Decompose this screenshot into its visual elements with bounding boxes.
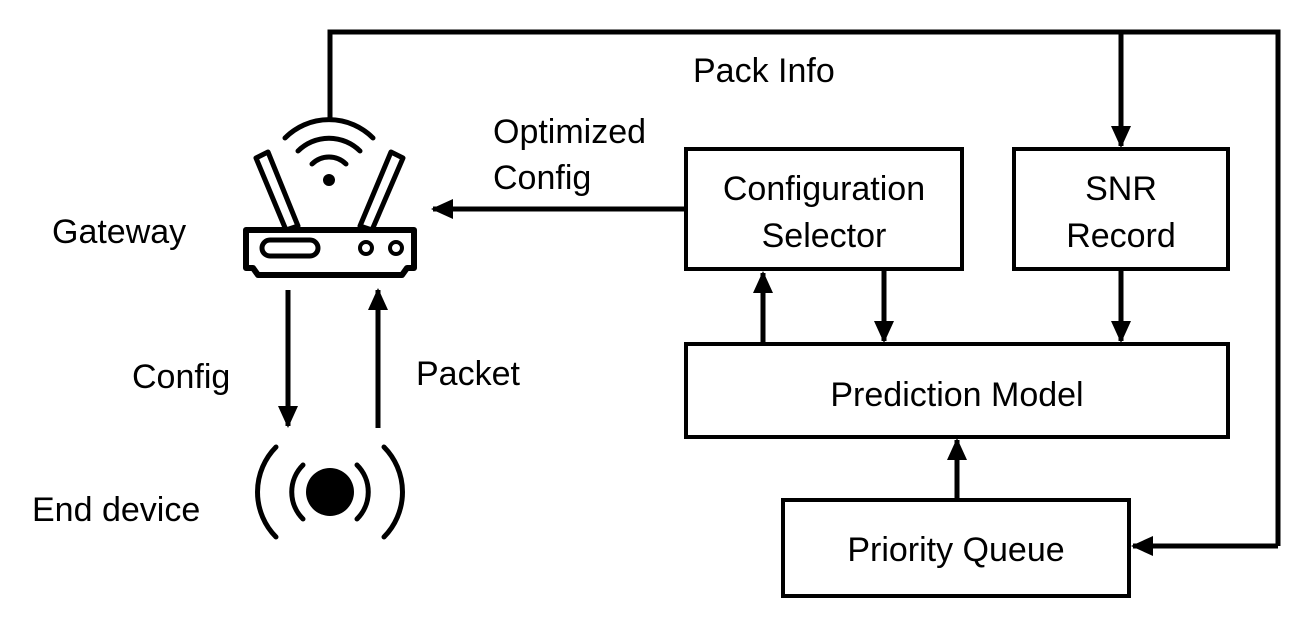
pack-info-line (327, 29, 1281, 546)
config-label: Config (132, 358, 230, 396)
broadcast-icon (255, 444, 405, 540)
snr-record-box (1012, 147, 1230, 271)
prediction-model-label: Prediction Model (830, 376, 1083, 414)
snr-record-label-line1: SNR (1085, 170, 1157, 208)
pack-info-label: Pack Info (693, 52, 835, 90)
optimized-config-label-line1: Optimized (493, 113, 646, 151)
optimized-config-label-line2: Config (493, 159, 591, 197)
prediction-model-box (684, 342, 1230, 439)
priority-queue-box (781, 498, 1131, 598)
configuration-selector-label-line1: Configuration (723, 170, 925, 208)
snr-record-label-line2: Record (1066, 217, 1176, 255)
packet-label: Packet (416, 355, 520, 393)
gateway-label: Gateway (52, 213, 186, 251)
priority-queue-label: Priority Queue (847, 531, 1064, 569)
router-icon (243, 117, 417, 278)
configuration-selector-label-line2: Selector (762, 217, 887, 255)
end-device-label: End device (32, 491, 200, 529)
